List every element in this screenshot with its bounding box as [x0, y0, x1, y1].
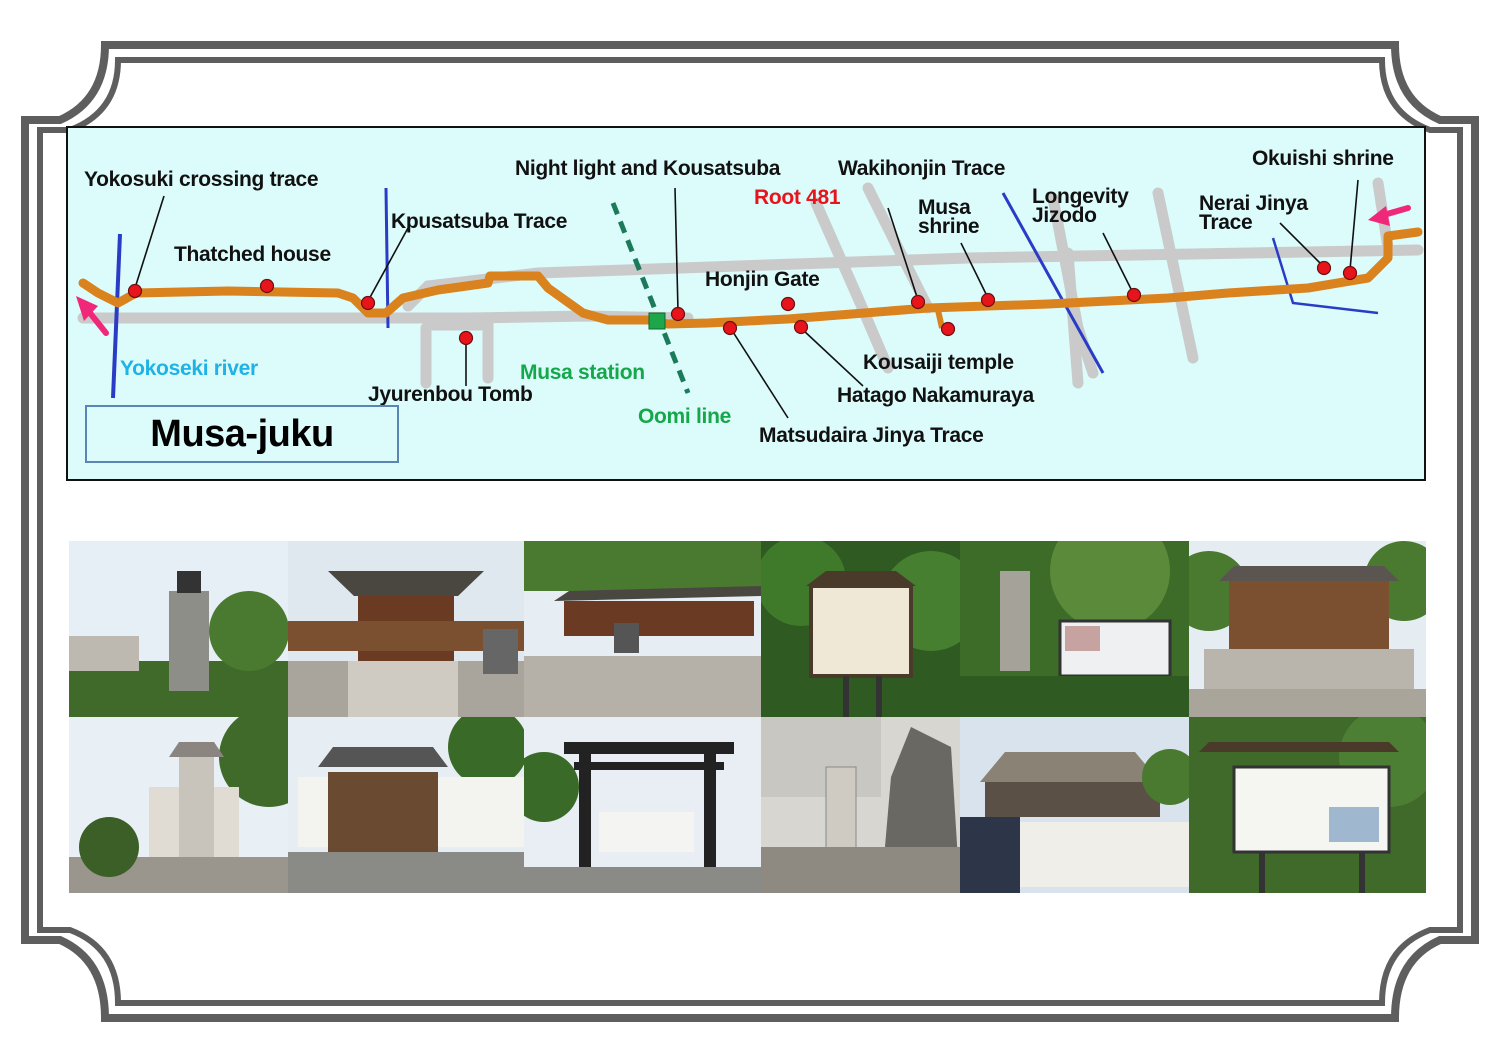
label-okuishi-shrine: Okuishi shrine — [1252, 147, 1394, 170]
arrow-west-icon — [76, 296, 109, 336]
photo-night-light-lantern — [69, 717, 288, 893]
marker-wakihonjin — [910, 294, 926, 310]
label-longevity-jizodo: Longevity Jizodo — [1032, 185, 1129, 227]
label-root-481: Root 481 — [754, 186, 841, 209]
photo-kousatsuba-stone — [761, 717, 960, 893]
map-drawing — [76, 177, 1424, 419]
marker-longevity-jizodo — [1126, 287, 1142, 303]
marker-matsudaira-jinya — [722, 320, 738, 336]
marker-kpusatsuba — [360, 295, 376, 311]
label-musa-station: Musa station — [520, 361, 645, 384]
stream-line — [384, 187, 390, 329]
musa-station-icon — [648, 312, 666, 330]
route-map: Yokosuki crossing trace Thatched house K… — [66, 126, 1426, 481]
label-honjin-gate: Honjin Gate — [705, 268, 820, 291]
map-title: Musa-juku — [150, 412, 334, 455]
road-spur-b — [427, 319, 494, 384]
photo-torii-gate-street — [524, 717, 761, 893]
label-matsudaira-jinya: Matsudaira Jinya Trace — [759, 424, 984, 447]
road-diag-4 — [1152, 187, 1199, 364]
photo-okuishi-shrine-hall — [1189, 541, 1426, 717]
label-hatago-nakamuraya: Hatago Nakamuraya — [837, 384, 1034, 407]
map-title-box: Musa-juku — [85, 405, 399, 463]
label-kousaiji-temple: Kousaiji temple — [863, 351, 1014, 374]
label-yokosuki-crossing: Yokosuki crossing trace — [84, 168, 319, 191]
arrow-east-icon — [1368, 205, 1411, 226]
marker-yokosuki-crossing — [127, 283, 143, 299]
photo-shrine-gate-front — [288, 541, 524, 717]
road-diag-1 — [810, 197, 894, 374]
marker-hatago-nakamuraya — [793, 319, 809, 335]
label-night-light: Night light and Kousatsuba — [515, 157, 781, 180]
label-wakihonjin: Wakihonjin Trace — [838, 157, 1006, 180]
stream-line-3 — [1271, 237, 1379, 315]
photo-wooden-gate-house — [288, 717, 524, 893]
label-jyurenbou-tomb: Jyurenbou Tomb — [368, 383, 533, 406]
marker-kousaiji-temple — [940, 321, 956, 337]
label-thatched-house: Thatched house — [174, 243, 331, 266]
photo-lantern-statue — [69, 541, 288, 717]
photo-stone-marker-board — [960, 541, 1189, 717]
label-musa-shrine: Musa shrine — [918, 196, 980, 238]
photo-signboard-forest — [761, 541, 960, 717]
marker-okuishi-shrine — [1342, 265, 1358, 281]
nakasendo-route — [78, 227, 1423, 329]
photo-info-board-trees — [1189, 717, 1426, 893]
marker-honjin-gate — [780, 296, 796, 312]
label-yokoseki-river: Yokoseki river — [120, 357, 258, 380]
label-kpusatsuba: Kpusatsuba Trace — [391, 210, 568, 233]
marker-nerai-jinya — [1316, 260, 1332, 276]
marker-jyurenbou-tomb — [458, 330, 474, 346]
marker-thatched-house — [259, 278, 275, 294]
oomi-line-track — [610, 202, 691, 394]
photo-thatched-house-wall — [960, 717, 1189, 893]
marker-musa-shrine — [980, 292, 996, 308]
yokoseki-river-line — [111, 233, 122, 399]
road-diag-2 — [862, 182, 934, 314]
stream-line-2 — [1001, 192, 1105, 374]
photo-shrine-courtyard — [524, 541, 761, 717]
label-nerai-jinya: Nerai Jinya Trace — [1199, 192, 1308, 234]
marker-night-light — [670, 306, 686, 322]
label-oomi-line: Oomi line — [638, 405, 731, 428]
